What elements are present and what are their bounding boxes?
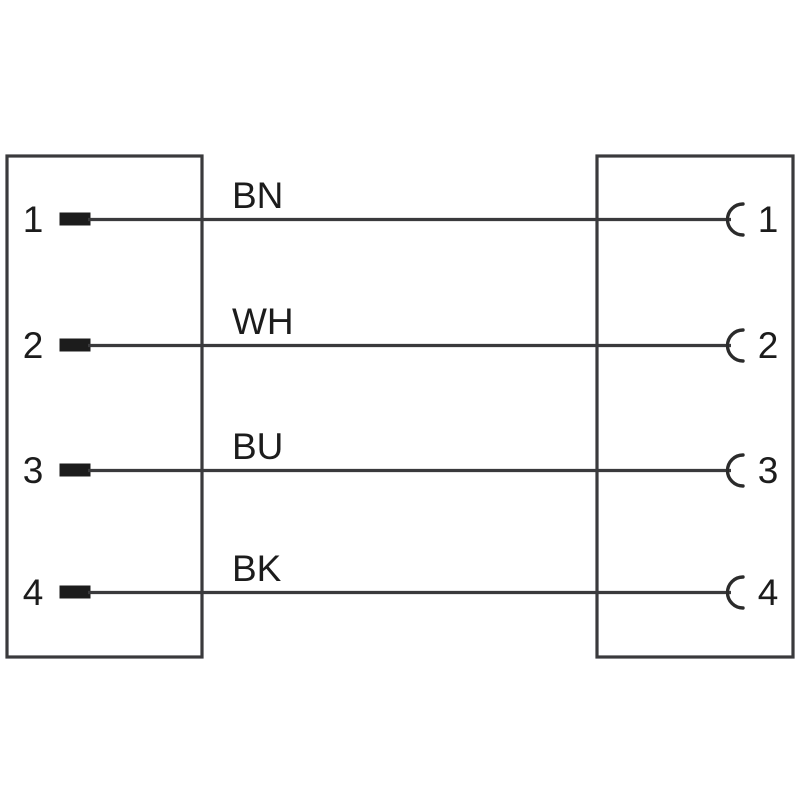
left-pin-stub-4: [59, 585, 91, 599]
left-pin-number-3: 3: [23, 450, 44, 491]
wire-row-1: 1 BN 1: [23, 175, 779, 240]
right-pin-number-2: 2: [758, 325, 779, 366]
right-pin-number-4: 4: [758, 572, 779, 613]
wire-row-3: 3 BU 3: [23, 426, 779, 491]
wire-row-4: 4 BK 4: [23, 548, 779, 613]
wire-row-2: 2 WH 2: [23, 301, 779, 366]
wire-label-1: BN: [232, 175, 283, 216]
right-pin-number-3: 3: [758, 450, 779, 491]
wire-label-2: WH: [232, 301, 294, 342]
left-pin-stub-1: [59, 212, 91, 226]
right-socket-arc-1: [725, 202, 745, 237]
right-socket-arc-2: [725, 328, 745, 363]
left-pin-number-4: 4: [23, 572, 44, 613]
right-pin-number-1: 1: [758, 199, 779, 240]
left-pin-number-1: 1: [23, 199, 44, 240]
right-connector-body: [595, 154, 795, 659]
wire-label-3: BU: [232, 426, 283, 467]
left-connector-body: [5, 154, 204, 659]
left-pin-stub-3: [59, 463, 91, 477]
right-socket-arc-3: [725, 453, 745, 488]
wire-label-4: BK: [232, 548, 282, 589]
left-pin-number-2: 2: [23, 325, 44, 366]
left-pin-stub-2: [59, 338, 91, 352]
right-socket-arc-4: [725, 575, 745, 610]
